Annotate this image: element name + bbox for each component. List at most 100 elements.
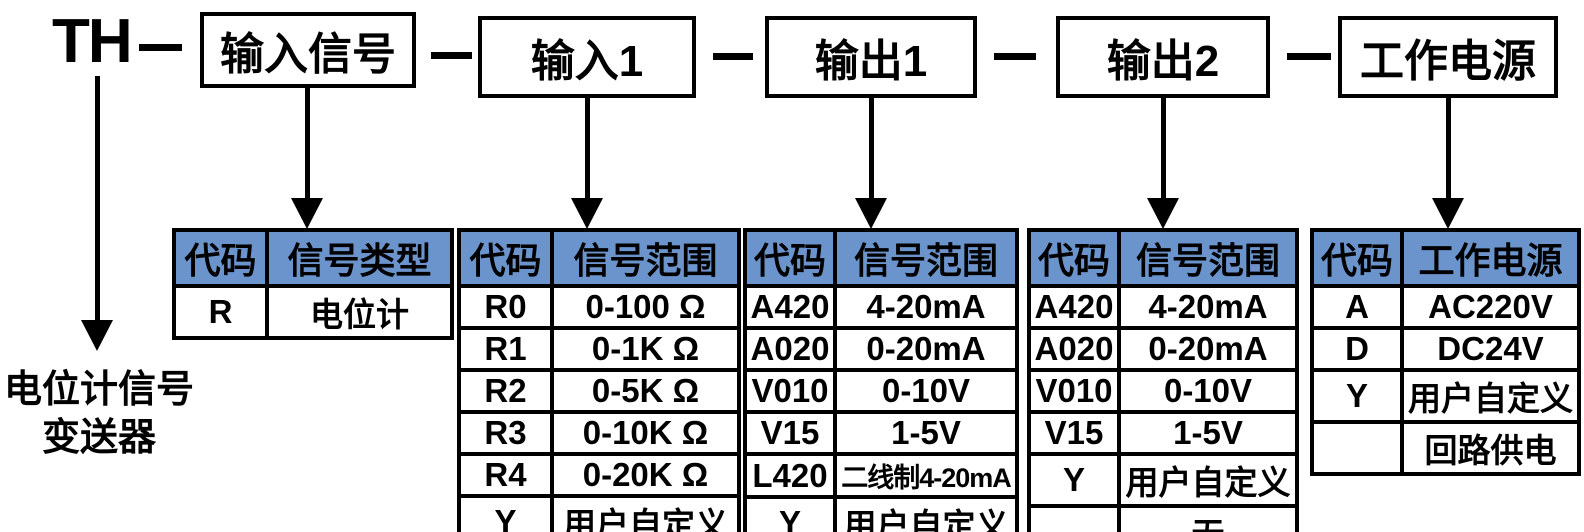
table-header-cell: 代码 — [743, 228, 837, 288]
table-cell: 电位计 — [265, 284, 454, 340]
dash-separator — [431, 52, 472, 59]
arrow-line — [869, 96, 874, 200]
table-cell: V010 — [1027, 368, 1121, 414]
table-cell: 4-20mA — [833, 284, 1019, 330]
arrow-down-icon — [81, 320, 113, 351]
table-header-row: 代码工作电源 — [1310, 228, 1581, 288]
arrow-down-icon — [1147, 198, 1179, 229]
table-row: 回路供电 — [1310, 420, 1581, 476]
table-header-cell: 信号范围 — [550, 228, 741, 288]
model-prefix: TH — [52, 7, 133, 76]
table-cell: 0-100 Ω — [550, 284, 741, 330]
table-header-cell: 代码 — [457, 228, 554, 288]
table-cell: 0-10K Ω — [550, 410, 741, 456]
table-cell: R2 — [457, 368, 554, 414]
table-row: 无 — [1027, 504, 1299, 532]
table-header-cell: 信号范围 — [1117, 228, 1299, 288]
table-header-cell: 信号范围 — [833, 228, 1019, 288]
table-cell: 1-5V — [1117, 410, 1299, 456]
box-input-signal: 输入信号 — [200, 12, 416, 88]
table-cell: Y — [1310, 368, 1404, 424]
table-cell: D — [1310, 326, 1404, 372]
table-cell: 0-20mA — [1117, 326, 1299, 372]
table-cell: L420 — [743, 452, 837, 499]
table-cell: DC24V — [1400, 326, 1581, 372]
table-cell: 0-5K Ω — [550, 368, 741, 414]
table-cell: 用户自定义 — [1117, 452, 1299, 508]
table-cell: AC220V — [1400, 284, 1581, 330]
arrow-line — [305, 86, 310, 200]
table-header-cell: 代码 — [1310, 228, 1404, 288]
table-cell: A420 — [743, 284, 837, 330]
arrow-down-icon — [855, 198, 887, 229]
table-cell: 二线制4-20mA — [833, 452, 1019, 499]
box-power-supply: 工作电源 — [1338, 16, 1558, 98]
table-cell: 0-20mA — [833, 326, 1019, 372]
table-cell: 无 — [1117, 504, 1299, 532]
table-cell: 0-20K Ω — [550, 452, 741, 498]
table-header-row: 代码信号范围 — [1027, 228, 1299, 288]
table-cell: V15 — [1027, 410, 1121, 456]
table-cell: R0 — [457, 284, 554, 330]
table-header-cell: 代码 — [1027, 228, 1121, 288]
table-cell: V15 — [743, 410, 837, 456]
table-cell: 用户自定义 — [550, 494, 741, 532]
table-header-row: 代码信号范围 — [743, 228, 1019, 288]
dash-separator — [139, 44, 182, 51]
table-cell: 0-1K Ω — [550, 326, 741, 372]
prefix-description: 电位计信号 变送器 — [0, 366, 198, 462]
box-output-2: 输出2 — [1056, 16, 1270, 98]
table-cell: Y — [743, 495, 837, 532]
prefix-description-line1: 电位计信号 — [3, 369, 194, 411]
table-cell — [1310, 420, 1404, 476]
table-cell: Y — [1027, 452, 1121, 508]
table-cell: 用户自定义 — [833, 495, 1019, 532]
table-cell: Y — [457, 494, 554, 532]
table-cell: R — [172, 284, 269, 340]
arrow-line — [585, 96, 590, 200]
arrow-line — [1161, 96, 1166, 200]
arrow-line — [95, 76, 100, 322]
table-cell: R4 — [457, 452, 554, 498]
box-output-1: 输出1 — [765, 16, 977, 98]
table-cell: A020 — [743, 326, 837, 372]
arrow-down-icon — [571, 198, 603, 229]
table-cell: 1-5V — [833, 410, 1019, 456]
arrow-down-icon — [1432, 198, 1464, 229]
arrow-down-icon — [291, 198, 323, 229]
table-cell: V010 — [743, 368, 837, 414]
box-input-1: 输入1 — [478, 16, 696, 98]
table-cell: A — [1310, 284, 1404, 330]
dash-separator — [994, 53, 1036, 60]
table-cell: R3 — [457, 410, 554, 456]
table-cell: R1 — [457, 326, 554, 372]
table-cell: 用户自定义 — [1400, 368, 1581, 424]
table-cell — [1027, 504, 1121, 532]
table-cell: 4-20mA — [1117, 284, 1299, 330]
table-header-row: 代码信号范围 — [457, 228, 741, 288]
dash-separator — [713, 53, 753, 60]
table-header-row: 代码信号类型 — [172, 228, 454, 288]
prefix-description-line2: 变送器 — [41, 417, 156, 459]
